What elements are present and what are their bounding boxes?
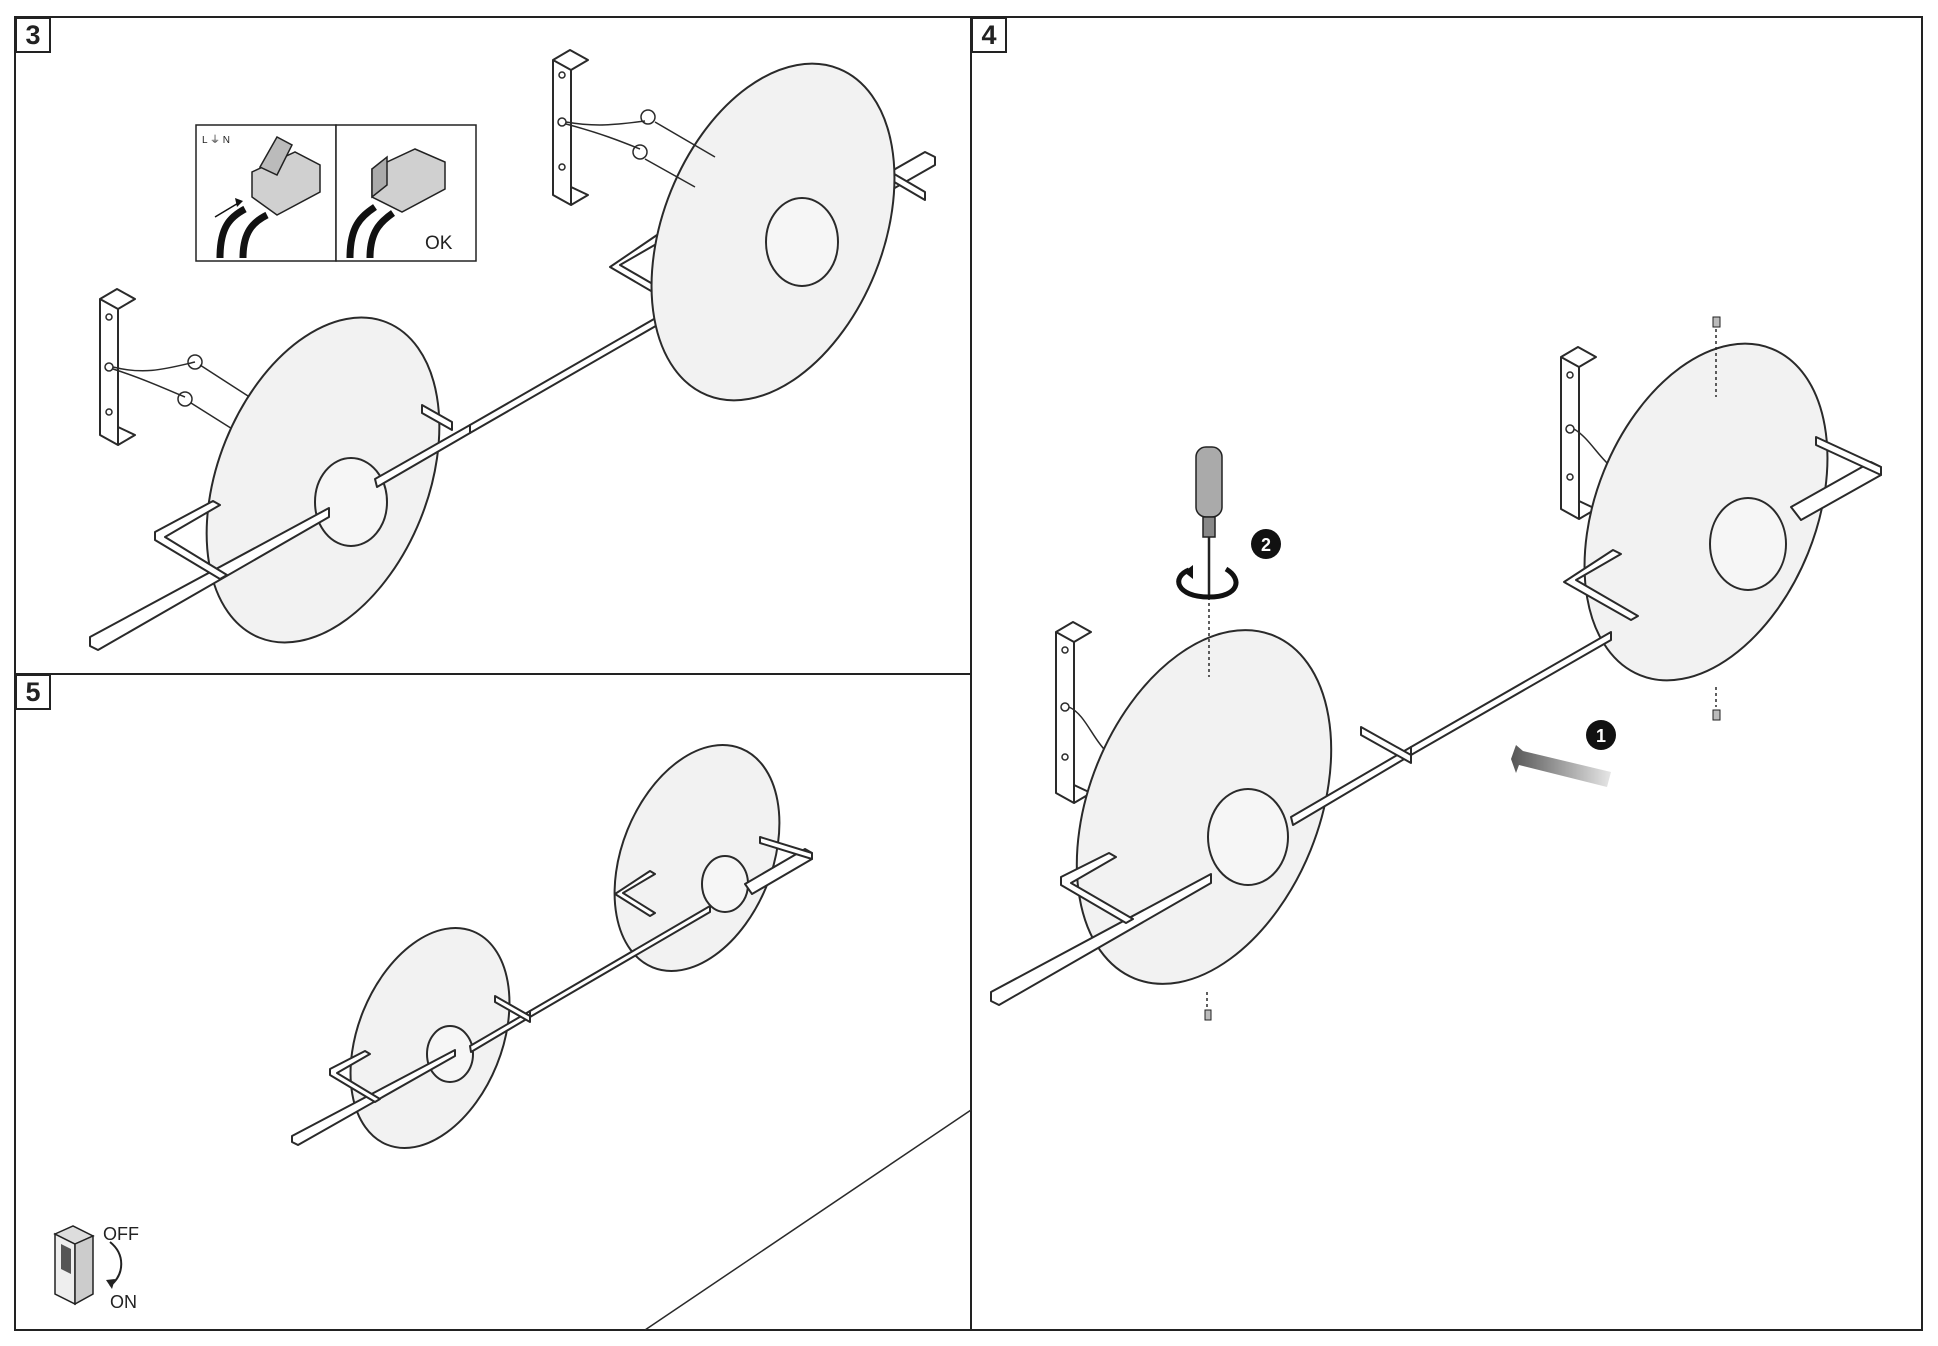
connector-open-icon — [214, 135, 321, 259]
marker-2: 2 — [1251, 529, 1281, 559]
step-4-panel: 4 — [971, 17, 1922, 1330]
connector-detail: L ⏚ N OK — [195, 124, 477, 262]
terminal-labels: L ⏚ N — [202, 134, 230, 146]
wall-bracket-right — [552, 49, 716, 206]
wall-edge-line — [644, 1109, 972, 1331]
step-3-panel: 3 — [15, 17, 971, 674]
step-5-number: 5 — [15, 674, 51, 710]
step-5-illustration: OFF ON — [53, 744, 972, 1331]
step-4-number: 4 — [971, 17, 1007, 53]
screw-right — [1712, 316, 1721, 721]
marker-1: 1 — [1586, 720, 1616, 750]
ok-label: OK — [425, 233, 453, 254]
svg-text:1: 1 — [1596, 726, 1606, 746]
screwdriver-icon — [1176, 446, 1239, 600]
lamp-bar-frame-step4 — [990, 436, 1882, 1006]
wall-switch-icon — [53, 1225, 123, 1306]
lamp-disk-right — [1583, 342, 1829, 682]
lamp-disk-right — [613, 744, 781, 972]
connector-closed-icon — [346, 148, 446, 259]
step-3-illustration: L ⏚ N OK — [89, 49, 936, 651]
push-arrow-icon — [1511, 745, 1611, 787]
svg-text:2: 2 — [1261, 535, 1271, 555]
lamp-disk-left — [349, 927, 511, 1149]
lamp-disk-right — [650, 62, 896, 402]
switch-on-label: ON — [110, 1292, 137, 1312]
lamp-bar-frame-step5 — [291, 836, 813, 1146]
step-3-number: 3 — [15, 17, 51, 53]
screw-top-left — [1204, 597, 1212, 1021]
step-5-panel: 5 — [15, 674, 972, 1331]
step-4-illustration: 2 1 — [990, 316, 1882, 1021]
lamp-disk-left — [205, 316, 441, 644]
lamp-disk-left — [1075, 629, 1333, 985]
switch-off-label: OFF — [103, 1224, 139, 1244]
